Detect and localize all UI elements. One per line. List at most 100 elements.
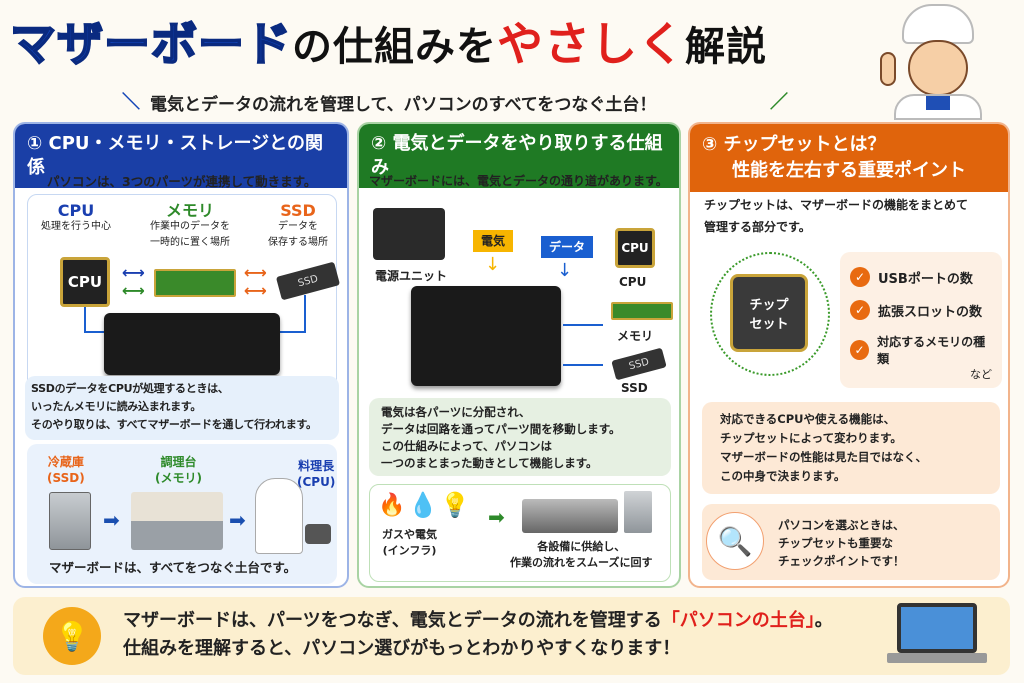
kitchen-stove-icon <box>522 499 618 533</box>
panel2-heading: ② 電気とデータをやり取りする仕組み <box>359 124 679 188</box>
title-explain: 解説 <box>685 24 767 70</box>
panel3-intro: チップセットは、マザーボードの機能をまとめて 管理する部分です。 <box>704 198 969 234</box>
tip-line: チップセットも重要な <box>778 536 893 550</box>
parts-diagram: CPU 処理を行う中心 メモリ 作業中のデータを 一時的に置く場所 SSD デー… <box>27 194 341 440</box>
chipset-icon: チップ セット <box>730 274 808 352</box>
motherboard-icon <box>411 286 561 386</box>
laptop-base <box>887 653 987 663</box>
explain-line: 電気は各パーツに分配され、 <box>381 405 531 419</box>
analogy-counter-label: 調理台 (メモリ) <box>155 454 202 486</box>
target-cpu-label: CPU <box>619 275 647 289</box>
panel3-heading: ③ チップセットとは？ 性能を左右する重要ポイント <box>690 124 1008 192</box>
subtitle: 電気とデータの流れを管理して、パソコンのすべてをつなぐ土台！ <box>150 95 657 115</box>
check-item: ✓USBポートの数 <box>850 267 992 287</box>
explain-line: 対応できるCPUや使える機能は、 <box>720 412 896 426</box>
accent-mark-icon: ＼ <box>122 92 140 113</box>
chef-cooking-icon <box>255 478 303 554</box>
part-ssd: SSD データを 保存する場所 <box>258 203 338 251</box>
analogy-fridge-label: 冷蔵庫(SSD) <box>47 454 85 486</box>
cpu-chip-icon: CPU <box>60 257 110 307</box>
check-text: USBポートの数 <box>878 271 973 287</box>
part-ssd-desc: データを 保存する場所 <box>268 221 328 248</box>
panel3-tip: 🔍 パソコンを選ぶときは、 チップセットも重要な チェックポイントです！ <box>702 504 1000 580</box>
analogy-chef-label: 料理長(CPU) <box>297 458 335 490</box>
flame-icon: 🔥 <box>378 493 406 518</box>
arrow-right-icon: ➡ <box>103 508 120 532</box>
target-memory-label: メモリ <box>617 329 654 343</box>
pot-icon <box>305 524 331 544</box>
check-item: ✓対応するメモリの種類 <box>850 333 992 367</box>
part-memory-name: メモリ <box>165 201 214 220</box>
explain-line: そのやり取りは、すべてマザーボードを通して行われます。 <box>31 418 317 431</box>
panel1-footer: マザーボードは、すべてをつなぐ土台です。 <box>49 560 297 575</box>
counter-sub: (メモリ) <box>155 471 202 485</box>
check-text: 拡張スロットの数 <box>878 304 983 320</box>
ssd-icon: SSD <box>275 261 341 301</box>
part-memory-desc: 作業中のデータを 一時的に置く場所 <box>150 221 230 248</box>
light-bulb-icon: 💡 <box>43 607 101 665</box>
fridge-name: 冷蔵庫 <box>47 455 84 469</box>
ssd-icon: SSD <box>611 347 667 381</box>
explain-line: データは回路を通ってパーツ間を移動します。 <box>381 422 621 436</box>
circuit-traces-icon <box>710 252 830 376</box>
kitchen-analogy: 冷蔵庫(SSD) 調理台 (メモリ) 料理長(CPU) ➡ ➡ <box>27 444 337 584</box>
title-easy: やさしく <box>497 17 685 71</box>
explain-line: マザーボードの性能は見た目ではなく、 <box>720 450 927 464</box>
page-title: マザーボードの仕組みをやさしく解説 <box>9 8 767 74</box>
part-cpu-name: CPU <box>57 201 95 220</box>
check-icon: ✓ <box>850 340 870 360</box>
etc-label: など <box>970 368 992 381</box>
summary-line2: 仕組みを理解すると、パソコン選びがもっとわかりやすくなります！ <box>123 638 681 659</box>
summary-line1: マザーボードは、パーツをつなぎ、電気とデータの流れを管理する <box>123 610 662 631</box>
infra-analogy: 🔥 💧 💡 ガスや電気 (インフラ) ➡ 各設備に供給し、 作業の流れをスムーズ… <box>369 484 671 582</box>
light-bulb-icon: 💡 <box>440 491 470 519</box>
explain-line: チップセットによって変わります。 <box>720 431 902 445</box>
refrigerator-icon <box>624 491 652 533</box>
infra-label: ガスや電気 (インフラ) <box>382 528 437 557</box>
panel-chipset: ③ チップセットとは？ 性能を左右する重要ポイント チップセットは、マザーボード… <box>688 122 1010 588</box>
power-supply-icon <box>373 208 445 260</box>
memory-module-icon <box>154 269 236 297</box>
bidirectional-arrow-icon: ⟷ <box>244 263 267 282</box>
arrow-down-icon: ↓ <box>485 254 501 275</box>
cpu-chip-icon: CPU <box>615 228 655 268</box>
arrow-right-icon: ➡ <box>488 505 505 529</box>
bidirectional-arrow-icon: ⟷ <box>244 281 267 300</box>
panel1-heading: ① CPU・メモリ・ストレージとの関係 <box>15 124 347 188</box>
title-mid: の仕組みを <box>292 24 497 70</box>
prep-counter-icon <box>131 492 223 550</box>
counter-name: 調理台 <box>160 455 197 469</box>
accent-mark-icon: ／ <box>770 92 788 113</box>
explain-line: この仕組みによって、パソコンは <box>381 439 553 453</box>
panel2-intro: マザーボードには、電気とデータの通り道があります。 <box>369 174 668 188</box>
summary-text: マザーボードは、パーツをつなぎ、電気とデータの流れを管理する「パソコンの土台」。… <box>123 607 833 663</box>
panel-power-data: ② 電気とデータをやり取りする仕組み マザーボードには、電気とデータの通り道があ… <box>357 122 681 588</box>
check-icon: ✓ <box>850 300 870 320</box>
supply-label: 各設備に供給し、 作業の流れをスムーズに回す <box>510 540 653 569</box>
title-motherboard: マザーボード <box>9 16 292 72</box>
summary-highlight: 「パソコンの土台」 <box>661 610 815 631</box>
chef-name: 料理長 <box>298 459 335 473</box>
water-drop-icon: 💧 <box>408 491 438 519</box>
arrow-down-icon: ↓ <box>557 260 573 281</box>
panel2-explanation: 電気は各パーツに分配され、 データは回路を通ってパーツ間を移動します。 この仕組… <box>369 398 671 476</box>
panel-cpu-memory-storage: ① CPU・メモリ・ストレージとの関係 パソコンは、3つのパーツが連携して動きま… <box>13 122 349 588</box>
magnifier-icon: 🔍 <box>706 512 764 570</box>
check-item: ✓ 拡張スロットの数 <box>850 300 992 320</box>
summary-period: 。 <box>814 610 833 631</box>
psu-label: 電源ユニット <box>375 269 448 283</box>
explain-line: SSDのデータをCPUが処理するときは、 <box>31 382 229 395</box>
target-ssd-label: SSD <box>621 381 648 395</box>
tip-line: チェックポイントです！ <box>778 554 905 568</box>
part-memory: メモリ 作業中のデータを 一時的に置く場所 <box>140 203 240 251</box>
chipset-check-list: ✓USBポートの数 ✓拡張スロットの数 ✓対応するメモリの種類 など <box>840 252 1002 388</box>
panel3-heading-line2: 性能を左右する重要ポイント <box>732 160 966 181</box>
panel3-explanation: 対応できるCPUや使える機能は、 チップセットによって変わります。 マザーボード… <box>702 402 1000 494</box>
arrow-right-icon: ➡ <box>229 508 246 532</box>
laptop-icon <box>897 603 977 653</box>
tip-text: パソコンを選ぶときは、 チップセットも重要な チェックポイントです！ <box>778 516 905 570</box>
motherboard-icon <box>104 313 280 375</box>
panel1-intro: パソコンは、3つのパーツが連携して動きます。 <box>47 174 317 189</box>
memory-module-icon <box>611 302 673 320</box>
part-cpu-desc: 処理を行う中心 <box>41 221 111 232</box>
